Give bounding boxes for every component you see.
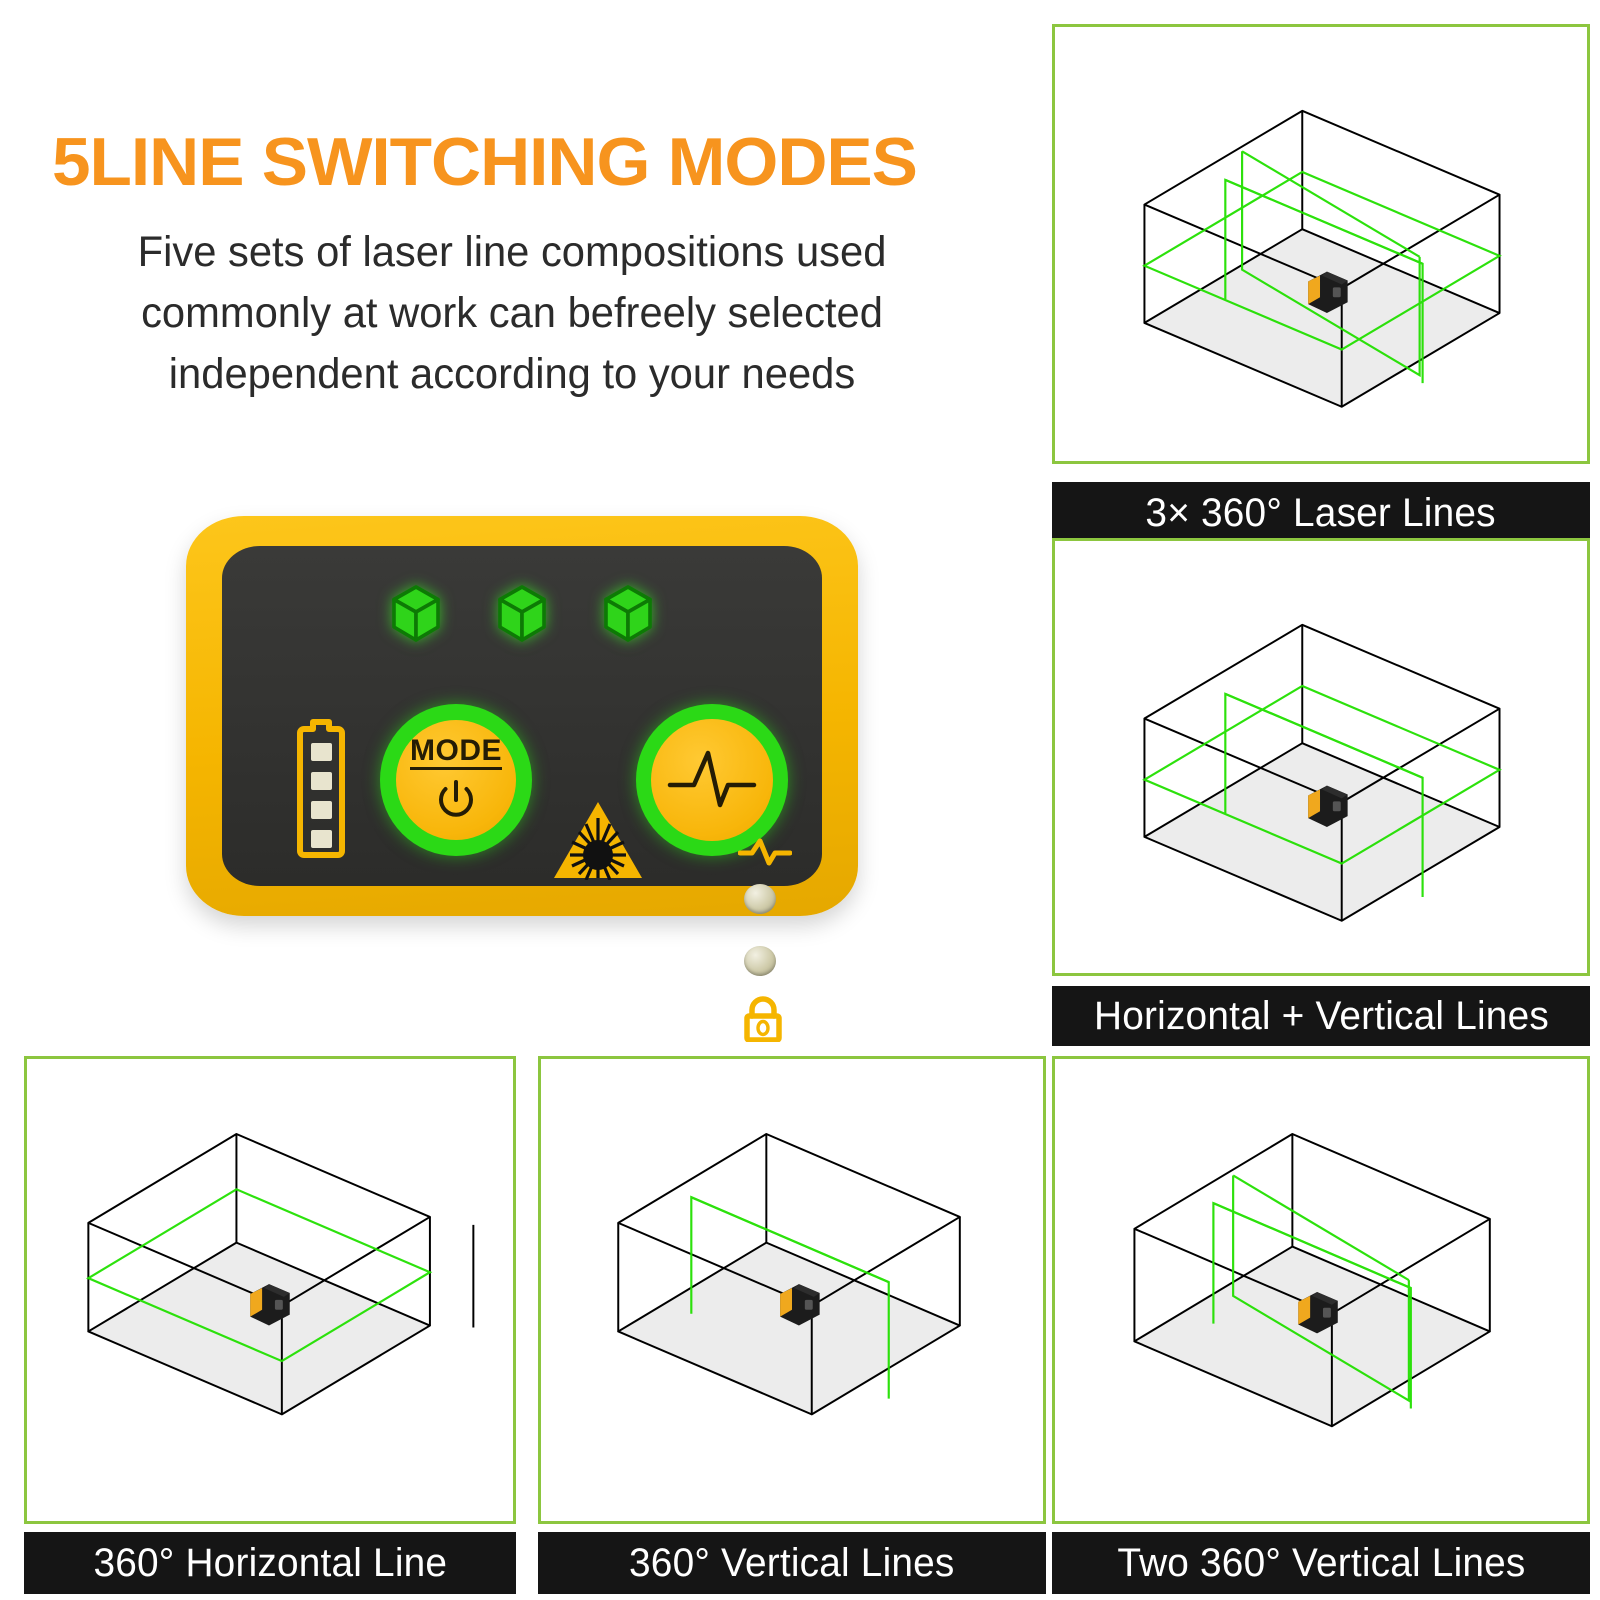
- indicator-stack: [734, 836, 796, 1042]
- cube-icon: [392, 585, 440, 642]
- laser-device-icon: [780, 1284, 820, 1326]
- led-indicator-icon: [744, 884, 776, 914]
- mode-button-face: MODE: [396, 720, 516, 840]
- laser-device-icon: [250, 1284, 290, 1326]
- pulse-wave-icon: [667, 750, 757, 808]
- headline-block: 5LINE SWITCHING MODES Five sets of laser…: [52, 128, 1032, 405]
- room-diagram-360-horizontal: [85, 1133, 475, 1416]
- laser-device-icon: [1308, 785, 1348, 828]
- scene-frame: [538, 1056, 1046, 1524]
- scene-caption: Horizontal + Vertical Lines: [1052, 986, 1590, 1046]
- mode-button[interactable]: MODE: [380, 704, 532, 856]
- battery-icon: [297, 719, 345, 858]
- pulse-button-face: [651, 719, 773, 841]
- led-indicator-icon: [744, 946, 776, 976]
- scene-frame: [24, 1056, 516, 1524]
- pulse-button[interactable]: [636, 704, 788, 856]
- room-diagram-3x360: [1142, 109, 1502, 408]
- laser-device-icon: [1298, 1291, 1338, 1334]
- scene-frame: [1052, 538, 1590, 976]
- mode-led-row: [222, 584, 822, 646]
- page-title: 5LINE SWITCHING MODES: [52, 124, 918, 200]
- room-diagram-horizontal-vertical: [1142, 623, 1502, 922]
- laser-hazard-triangle-icon: [554, 802, 642, 880]
- scene-card: Horizontal + Vertical Lines: [1052, 538, 1590, 1046]
- scene-caption: 3× 360° Laser Lines: [1052, 482, 1590, 544]
- control-panel: MODE: [186, 516, 858, 1042]
- panel-face: MODE: [222, 546, 822, 1042]
- scene-caption: 360° Vertical Lines: [538, 1532, 1046, 1594]
- laser-device-icon: [1308, 271, 1348, 314]
- pulse-mode-icon: [738, 838, 792, 866]
- scene-frame: [1052, 24, 1590, 464]
- room-diagram-two-360-vertical: [1133, 1133, 1491, 1428]
- scene-card: 3× 360° Laser Lines: [1052, 24, 1590, 544]
- scene-card: 360° Horizontal Line: [24, 1056, 516, 1594]
- scene-caption: 360° Horizontal Line: [24, 1532, 516, 1594]
- lock-icon: [744, 996, 782, 1042]
- scene-caption: Two 360° Vertical Lines: [1052, 1532, 1590, 1594]
- cube-icon: [604, 585, 652, 642]
- cube-icon: [498, 585, 546, 642]
- scene-card: Two 360° Vertical Lines: [1052, 1056, 1590, 1594]
- scene-card: 360° Vertical Lines: [538, 1056, 1046, 1594]
- room-diagram-360-vertical: [617, 1133, 961, 1416]
- scene-frame: [1052, 1056, 1590, 1524]
- power-icon: [439, 780, 473, 817]
- mode-button-label: MODE: [410, 736, 502, 770]
- headline-body: Five sets of laser line compositions use…: [137, 228, 887, 399]
